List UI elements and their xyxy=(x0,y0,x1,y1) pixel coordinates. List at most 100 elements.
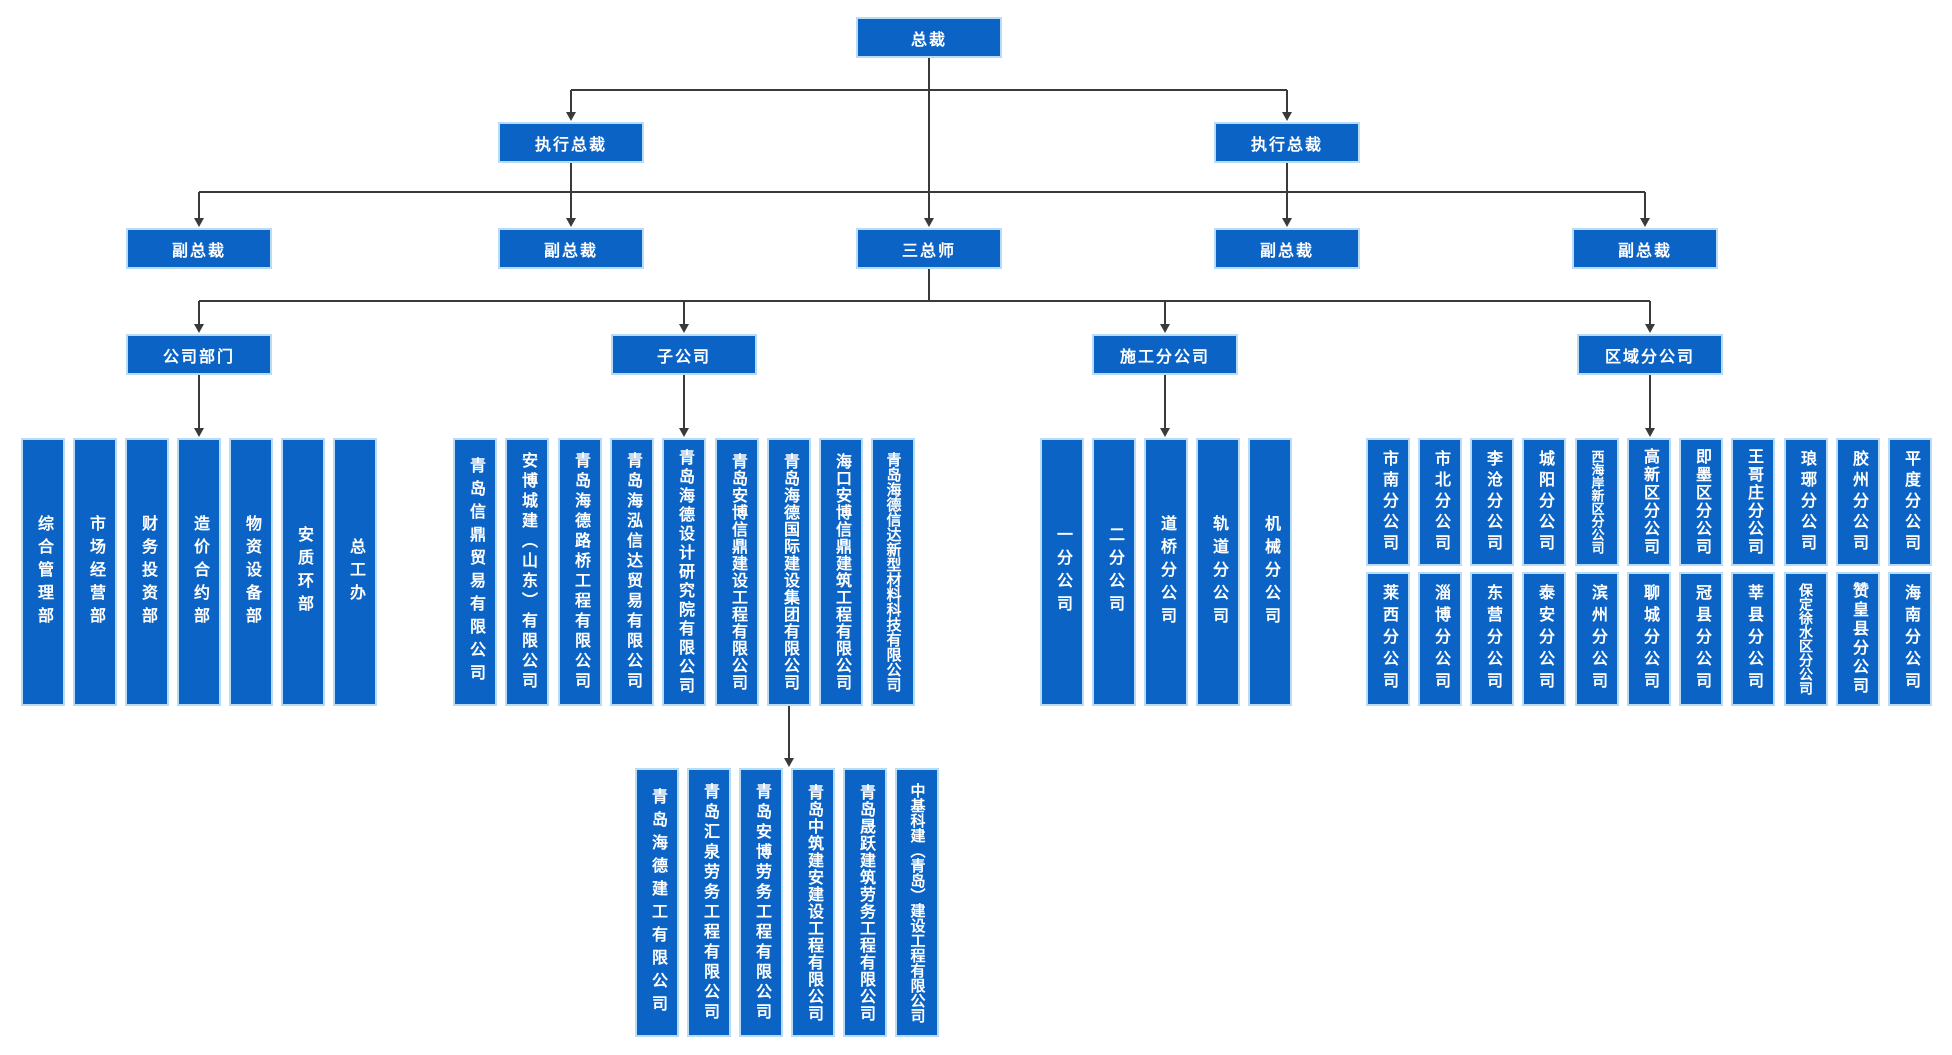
org-node-label: 物资设备部 xyxy=(243,514,260,630)
org-node-regional-branch: 泰安分公司 xyxy=(1522,572,1566,706)
org-node-subsidiary: 青岛海德信达新型材料科技有限公司 xyxy=(871,438,915,706)
org-node-subsidiary: 海口安博信鼎建筑工程有限公司 xyxy=(819,438,863,706)
org-node-label: 二分公司 xyxy=(1106,526,1123,618)
org-node-president: 总裁 xyxy=(856,17,1002,58)
org-node-regional-branch: 高新区分公司 xyxy=(1627,438,1671,566)
org-node-label: 东营分公司 xyxy=(1484,584,1501,694)
arrowhead-icon xyxy=(784,758,794,767)
org-node-labor-subsidiary: 青岛晟跃建筑劳务工程有限公司 xyxy=(843,768,887,1037)
org-node-construction-branch: 二分公司 xyxy=(1092,438,1136,706)
org-node-regional-branch: 海南分公司 xyxy=(1888,572,1932,706)
org-node-regional-branch: 莘县分公司 xyxy=(1731,572,1775,706)
org-node-executive-president: 执行总裁 xyxy=(1214,122,1360,163)
org-node-department: 安质环部 xyxy=(281,438,325,706)
org-node-label: 安质环部 xyxy=(295,526,312,618)
org-node-subsidiary: 青岛海德国际建设集团有限公司 xyxy=(767,438,811,706)
org-node-label: 莱西分公司 xyxy=(1380,584,1397,694)
org-node-label: 市南分公司 xyxy=(1380,449,1397,555)
org-node-company-departments: 公司部门 xyxy=(126,334,272,375)
arrowhead-icon xyxy=(1645,428,1655,437)
arrowhead-icon xyxy=(1282,112,1292,121)
org-node-subsidiary: 青岛海德路桥工程有限公司 xyxy=(558,438,602,706)
org-node-construction-branch: 一分公司 xyxy=(1040,438,1084,706)
org-node-label: 赞皇县分公司 xyxy=(1850,582,1867,696)
org-node-department: 总工办 xyxy=(333,438,377,706)
org-node-labor-subsidiary: 中基科建（青岛）建设工程有限公司 xyxy=(895,768,939,1037)
arrowhead-icon xyxy=(1160,428,1170,437)
org-node-labor-subsidiary: 青岛安博劳务工程有限公司 xyxy=(739,768,783,1037)
org-node-regional-branch: 胶州分公司 xyxy=(1836,438,1880,566)
org-node-label: 青岛海泓信达贸易有限公司 xyxy=(624,452,641,692)
org-node-label: 保定徐水区分公司 xyxy=(1798,583,1814,695)
org-node-label: 海口安博信鼎建筑工程有限公司 xyxy=(833,453,850,691)
org-node-vice-president: 副总裁 xyxy=(1572,228,1718,269)
org-node-label: 冠县分公司 xyxy=(1693,584,1710,694)
org-node-label: 机械分公司 xyxy=(1262,514,1279,630)
arrowhead-icon xyxy=(1645,324,1655,333)
org-node-regional-branches-group: 区域分公司 xyxy=(1577,334,1723,375)
org-node-department: 造价合约部 xyxy=(177,438,221,706)
org-node-label: 滨州分公司 xyxy=(1589,584,1606,694)
org-node-label: 城阳分公司 xyxy=(1536,449,1553,555)
org-node-construction-branch: 道桥分公司 xyxy=(1144,438,1188,706)
arrowhead-icon xyxy=(566,218,576,227)
org-node-label: 即墨区分公司 xyxy=(1693,448,1710,556)
org-node-label: 综合管理部 xyxy=(35,514,52,630)
org-node-label: 总工办 xyxy=(347,537,364,607)
org-node-construction-branch: 轨道分公司 xyxy=(1196,438,1240,706)
org-node-label: 青岛晟跃建筑劳务工程有限公司 xyxy=(857,783,874,1022)
org-node-subsidiary: 青岛海泓信达贸易有限公司 xyxy=(610,438,654,706)
org-node-construction-branch: 机械分公司 xyxy=(1248,438,1292,706)
org-node-regional-branch: 保定徐水区分公司 xyxy=(1784,572,1828,706)
arrowhead-icon xyxy=(1640,218,1650,227)
org-node-regional-branch: 冠县分公司 xyxy=(1679,572,1723,706)
org-node-label: 安博城建（山东）有限公司 xyxy=(519,452,536,692)
org-node-label: 财务投资部 xyxy=(139,514,156,630)
arrowhead-icon xyxy=(679,324,689,333)
org-node-subsidiary: 青岛信鼎贸易有限公司 xyxy=(453,438,497,706)
org-node-label: 一分公司 xyxy=(1054,526,1071,618)
org-node-regional-branch: 赞皇县分公司 xyxy=(1836,572,1880,706)
org-node-label: 青岛海德路桥工程有限公司 xyxy=(572,452,589,692)
org-node-label: 海南分公司 xyxy=(1902,584,1919,694)
org-node-regional-branch: 市北分公司 xyxy=(1418,438,1462,566)
org-node-label: 青岛海德信达新型材料科技有限公司 xyxy=(884,452,902,692)
org-node-label: 轨道分公司 xyxy=(1210,514,1227,630)
org-node-regional-branch: 平度分公司 xyxy=(1888,438,1932,566)
org-node-regional-branch: 聊城分公司 xyxy=(1627,572,1671,706)
org-node-executive-president: 执行总裁 xyxy=(498,122,644,163)
org-node-label: 琅琊分公司 xyxy=(1798,449,1815,555)
org-node-label: 青岛海德设计研究院有限公司 xyxy=(676,448,693,696)
org-node-label: 王哥庄分公司 xyxy=(1745,448,1762,556)
org-node-regional-branch: 莱西分公司 xyxy=(1366,572,1410,706)
org-node-label: 青岛海德国际建设集团有限公司 xyxy=(781,453,798,691)
org-node-label: 高新区分公司 xyxy=(1641,448,1658,556)
org-node-label: 青岛中筑建安建设工程有限公司 xyxy=(805,783,822,1022)
org-node-regional-branch: 城阳分公司 xyxy=(1522,438,1566,566)
org-node-label: 平度分公司 xyxy=(1902,449,1919,555)
arrowhead-icon xyxy=(1282,218,1292,227)
arrowhead-icon xyxy=(924,218,934,227)
org-node-construction-branches-group: 施工分公司 xyxy=(1092,334,1238,375)
org-node-regional-branch: 即墨区分公司 xyxy=(1679,438,1723,566)
org-node-labor-subsidiary: 青岛海德建工有限公司 xyxy=(635,768,679,1037)
org-node-regional-branch: 李沧分公司 xyxy=(1470,438,1514,566)
org-node-label: 中基科建（青岛）建设工程有限公司 xyxy=(908,782,926,1023)
arrowhead-icon xyxy=(194,218,204,227)
org-node-regional-branch: 东营分公司 xyxy=(1470,572,1514,706)
org-node-label: 青岛海德建工有限公司 xyxy=(649,787,666,1018)
arrowhead-icon xyxy=(194,324,204,333)
org-node-vice-president: 副总裁 xyxy=(1214,228,1360,269)
org-node-label: 造价合约部 xyxy=(191,514,208,630)
arrowhead-icon xyxy=(566,112,576,121)
org-node-regional-branch: 市南分公司 xyxy=(1366,438,1410,566)
org-node-label: 胶州分公司 xyxy=(1850,449,1867,555)
org-node-regional-branch: 滨州分公司 xyxy=(1575,572,1619,706)
org-node-regional-branch: 淄博分公司 xyxy=(1418,572,1462,706)
arrowhead-icon xyxy=(679,428,689,437)
org-node-label: 青岛安博劳务工程有限公司 xyxy=(753,782,770,1023)
org-node-department: 物资设备部 xyxy=(229,438,273,706)
org-node-subsidiary: 青岛海德设计研究院有限公司 xyxy=(662,438,706,706)
org-node-subsidiary: 安博城建（山东）有限公司 xyxy=(505,438,549,706)
